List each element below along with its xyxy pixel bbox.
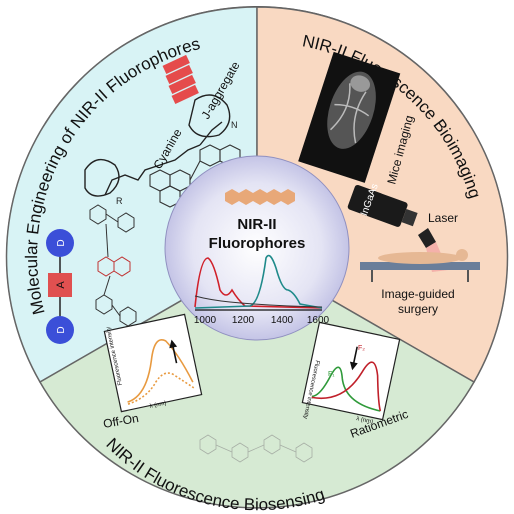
donor-node-top — [46, 229, 74, 257]
center-title-line1: NIR-II — [237, 216, 276, 233]
tick-1400: 1400 — [271, 315, 294, 326]
off-on-panel — [103, 313, 203, 413]
ratiometric-peak2: F₂ — [358, 345, 365, 352]
tick-1000: 1000 — [194, 315, 217, 326]
ratiometric-peak1: F₁ — [328, 371, 335, 378]
ingaas-camera — [347, 184, 418, 227]
spectrum-dark — [194, 295, 323, 308]
label-donor-bottom: D — [56, 326, 67, 333]
label-image-guided-line2: surgery — [398, 302, 438, 316]
cyanine-structure — [84, 94, 231, 197]
tick-1600: 1600 — [307, 315, 330, 326]
center-hexagons — [225, 189, 295, 205]
label-r-top: N — [231, 120, 238, 130]
label-r-bottom: R — [116, 196, 123, 206]
off-on-xlabel: λ (nm) — [149, 401, 167, 410]
center-spectrum — [194, 254, 323, 311]
center-circle — [164, 155, 350, 341]
off-on-caption: Off-On — [102, 411, 140, 431]
label-laser: Laser — [428, 211, 458, 225]
label-acceptor: A — [55, 281, 67, 289]
donor-node-bottom — [46, 316, 74, 344]
label-image-guided-line1: Image-guided — [381, 287, 454, 301]
label-donor-top: D — [56, 239, 67, 246]
j-aggregate-stack — [162, 54, 199, 105]
dad-diagram — [46, 229, 74, 344]
tick-1200: 1200 — [232, 315, 255, 326]
acceptor-node — [48, 273, 72, 297]
biosensing-molecule — [199, 434, 313, 463]
dad-molecule — [89, 204, 137, 327]
ratiometric-xlabel: λ (nm) — [356, 416, 374, 425]
mice-imaging-photo — [298, 51, 401, 183]
spectrum-red — [194, 257, 323, 309]
center-title-line2: Fluorophores — [209, 235, 306, 252]
ratiometric-panel — [301, 321, 401, 421]
spectrum-teal — [194, 254, 323, 309]
surgery-bed — [360, 249, 480, 282]
sector-biosensing — [38, 256, 476, 509]
